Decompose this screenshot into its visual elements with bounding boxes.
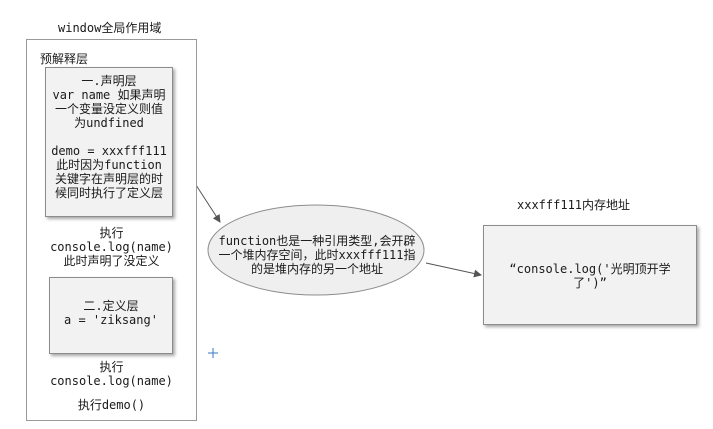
define-layer-title: 二.定义层 <box>83 299 139 313</box>
define-layer-line: a = 'ziksang' <box>64 313 158 327</box>
window-scope-title: window全局作用域 <box>58 21 162 35</box>
declare-layer-line: 为undfined <box>74 116 144 130</box>
declare-layer-line: 此时因为function <box>56 158 162 172</box>
declare-layer-box <box>45 67 173 217</box>
declare-layer-line: demo = xxxfff111 <box>51 144 167 158</box>
memory-line: “console.log('光明顶开学 <box>509 262 671 276</box>
exec-label: 执行 <box>99 360 124 374</box>
memory-text: “console.log('光明顶开学 了')” <box>483 262 697 290</box>
preparse-label: 预解释层 <box>40 52 89 66</box>
memory-title: xxxfff111内存地址 <box>517 198 631 212</box>
memory-box <box>483 225 697 325</box>
declare-layer-title: 一.声明层 <box>81 74 137 88</box>
declare-layer-text: 一.声明层 var name 如果声明 一个变量没定义则值 为undfined … <box>45 74 173 200</box>
define-layer-text: 二.定义层 a = 'ziksang' <box>49 299 173 327</box>
exec-note: 此时声明了没定义 <box>63 254 160 268</box>
ellipse-line: 一个堆内存空间，此时xxxfff111指 <box>218 248 416 262</box>
ellipse-line: 的是堆内存的另一个地址 <box>250 262 383 276</box>
exec-block-1: 执行 console.log(name) 此时声明了没定义 <box>26 226 197 268</box>
exec-label: 执行 <box>99 226 124 240</box>
define-layer-box <box>49 277 173 354</box>
declare-layer-line: 候同时执行了定义层 <box>54 186 163 200</box>
ellipse-text: function也是一种引用类型,会开辟 一个堆内存空间，此时xxxfff111… <box>202 234 432 276</box>
exec-block-2: 执行 console.log(name) <box>26 360 197 388</box>
ellipse-line: function也是一种引用类型,会开辟 <box>218 234 416 248</box>
declare-layer-line: var name 如果声明 <box>52 88 166 102</box>
exec-code: console.log(name) <box>50 374 173 388</box>
exec-code: console.log(name) <box>50 240 173 254</box>
arrow-ellipse-to-memory <box>425 262 482 278</box>
exec-demo: 执行demo() <box>77 398 146 412</box>
declare-layer-line: 一个变量没定义则值 <box>54 102 163 116</box>
memory-line: 了')” <box>573 276 607 290</box>
sparkle-icon <box>208 348 218 358</box>
function-ellipse <box>207 204 425 296</box>
declare-layer-line: 关键字在声明层的时 <box>54 172 163 186</box>
